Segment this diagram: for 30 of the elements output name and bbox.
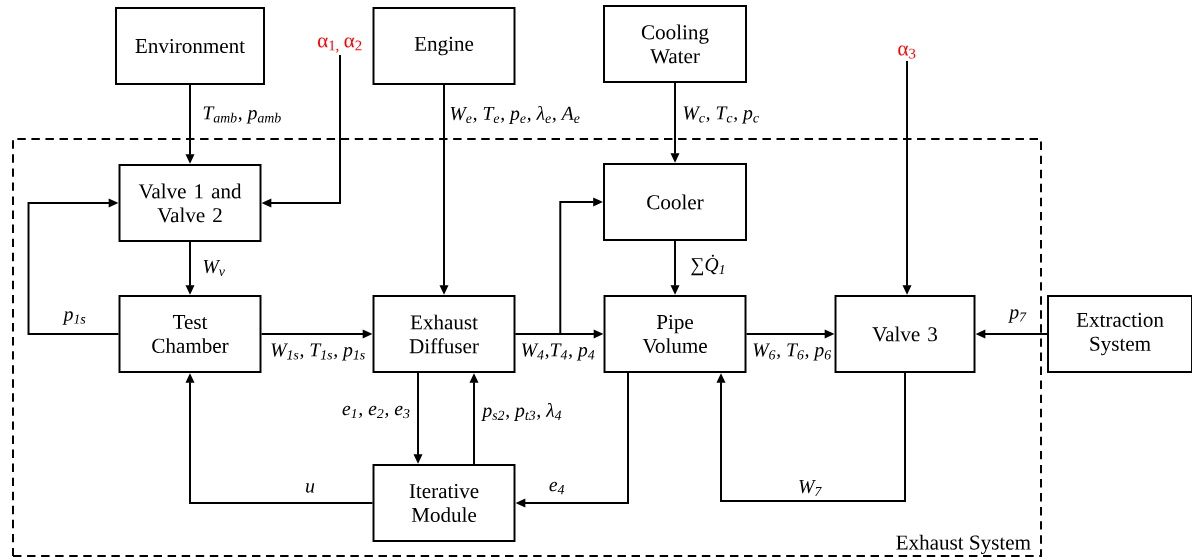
- edge-label: p$_{s2}$, p$_{t3}$, λ$_{4}$: [481, 402, 562, 422]
- parameter-label: α$_{3}$: [898, 45, 916, 59]
- process-box: Cooler: [603, 163, 747, 241]
- edge-label: T$_{amb}$, p$_{amb}$: [203, 106, 281, 124]
- parameter-label: α$_{1,}$ α$_{2}$: [318, 37, 362, 53]
- process-box: Valve 1 and Valve 2: [118, 164, 262, 242]
- edge-label: u: [306, 483, 315, 493]
- process-box: Environment: [115, 7, 265, 85]
- edge-label: e$_{1}$, e$_{2}$, e$_{3}$: [342, 405, 410, 419]
- edge-label: p$_{1s}$: [62, 311, 86, 325]
- edge-label: ∑Q̇$_{1}$: [691, 254, 725, 276]
- edge-label: e$_{4}$: [549, 481, 565, 495]
- edge-label: W$_{1s}$, T$_{1s}$, p$_{1s}$: [271, 343, 365, 361]
- arrow: [27, 198, 120, 335]
- process-box: Extraction System: [1047, 295, 1192, 373]
- arrow: [716, 372, 906, 502]
- process-box: Exhaust Diffuser: [372, 295, 516, 373]
- edge-label: W$_{c}$, T$_{c}$, p$_{c}$: [683, 106, 759, 124]
- edge-label: p$_{7}$: [1008, 309, 1027, 323]
- process-box: Cooling Water: [603, 5, 747, 83]
- process-box: Test Chamber: [118, 295, 262, 373]
- process-box: Iterative Module: [372, 464, 516, 542]
- edge-label: W$_{6}$, T$_{6}$, p$_{6}$: [753, 343, 832, 361]
- process-box: Valve 3: [834, 295, 976, 373]
- edge-label: W$_{e}$, T$_{e}$, p$_{e}$, λ$_{e}$, A$_{e}$: [450, 105, 580, 125]
- edge-label: W$_{v}$: [203, 259, 225, 277]
- edge-label: W$_{7}$: [799, 480, 822, 496]
- process-box: Engine: [372, 7, 516, 85]
- process-box: Pipe Volume: [603, 295, 747, 373]
- edge-label: W$_{4}$,T$_{4}$, p$_{4}$: [521, 343, 595, 361]
